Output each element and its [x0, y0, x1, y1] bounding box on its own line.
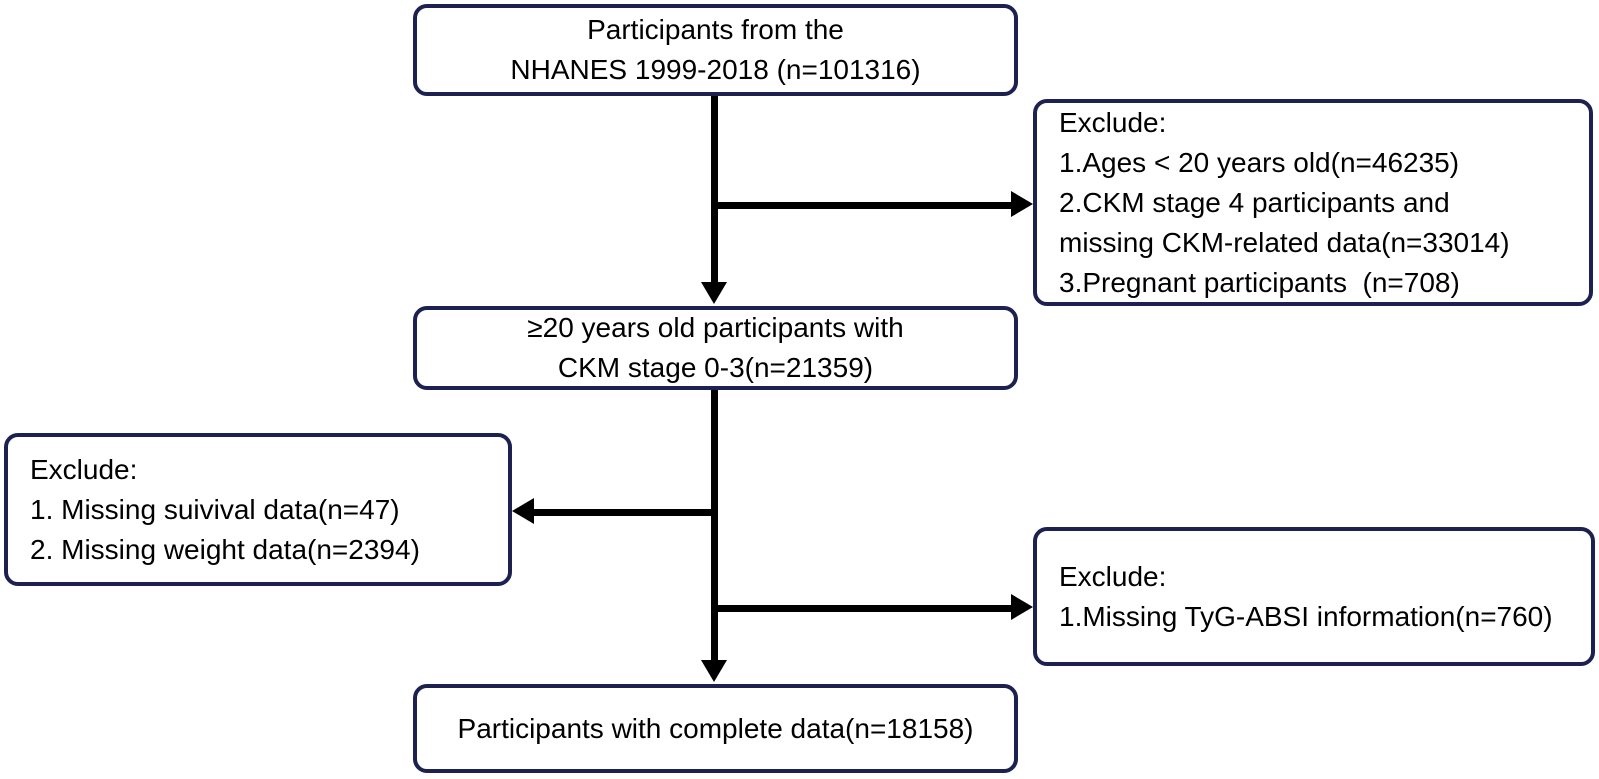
node-exclude-tyg-absi: Exclude: 1.Missing TyG-ABSI information(…	[1033, 527, 1595, 666]
connector-stage-to-exclude-3	[711, 605, 1013, 612]
node-source-participants: Participants from the NHANES 1999-2018 (…	[413, 4, 1018, 96]
arrow-down-icon-source-to-stage	[701, 282, 727, 304]
node-final-line-1: Participants with complete data(n=18158)	[457, 712, 974, 744]
node-exclude-age-ckm-pregnancy: Exclude: 1.Ages < 20 years old(n=46235) …	[1033, 99, 1593, 306]
node-stage-line-2: CKM stage 0-3(n=21359)	[557, 352, 874, 383]
node-ckm-stage-0-3: ≥20 years old participants with CKM stag…	[413, 306, 1018, 390]
node-exclude-1-line-4: missing CKM-related data(n=33014)	[1059, 226, 1510, 258]
node-source-line-2: NHANES 1999-2018 (n=101316)	[510, 54, 921, 85]
node-exclude-3-line-1: Exclude:	[1059, 560, 1167, 592]
node-exclude-2-line-1: Exclude:	[30, 453, 138, 485]
arrow-right-icon-to-exclude-1	[1011, 191, 1033, 217]
arrow-left-icon-to-exclude-2	[512, 498, 534, 524]
node-exclude-2-line-3: 2. Missing weight data(n=2394)	[30, 533, 420, 565]
connector-source-to-exclude-1	[711, 202, 1013, 209]
connector-stage-to-exclude-2	[534, 509, 714, 516]
connector-stage-to-final	[711, 390, 718, 662]
arrow-right-icon-to-exclude-3	[1011, 594, 1033, 620]
node-exclude-1-line-2: 1.Ages < 20 years old(n=46235)	[1059, 146, 1460, 178]
node-exclude-2-line-2: 1. Missing suivival data(n=47)	[30, 493, 400, 525]
node-exclude-1-line-1: Exclude:	[1059, 106, 1167, 138]
node-exclude-1-line-5: 3.Pregnant participants (n=708)	[1059, 266, 1460, 298]
node-final-analytic-sample: Participants with complete data(n=18158)	[413, 684, 1018, 773]
node-exclude-survival-weight: Exclude: 1. Missing suivival data(n=47) …	[4, 433, 512, 586]
node-stage-line-1: ≥20 years old participants with	[527, 312, 904, 343]
connector-source-to-stage	[711, 96, 718, 284]
node-exclude-3-line-2: 1.Missing TyG-ABSI information(n=760)	[1059, 600, 1553, 632]
node-source-line-1: Participants from the	[587, 14, 844, 45]
arrow-down-icon-stage-to-final	[701, 660, 727, 682]
node-exclude-1-line-3: 2.CKM stage 4 participants and	[1059, 186, 1450, 218]
